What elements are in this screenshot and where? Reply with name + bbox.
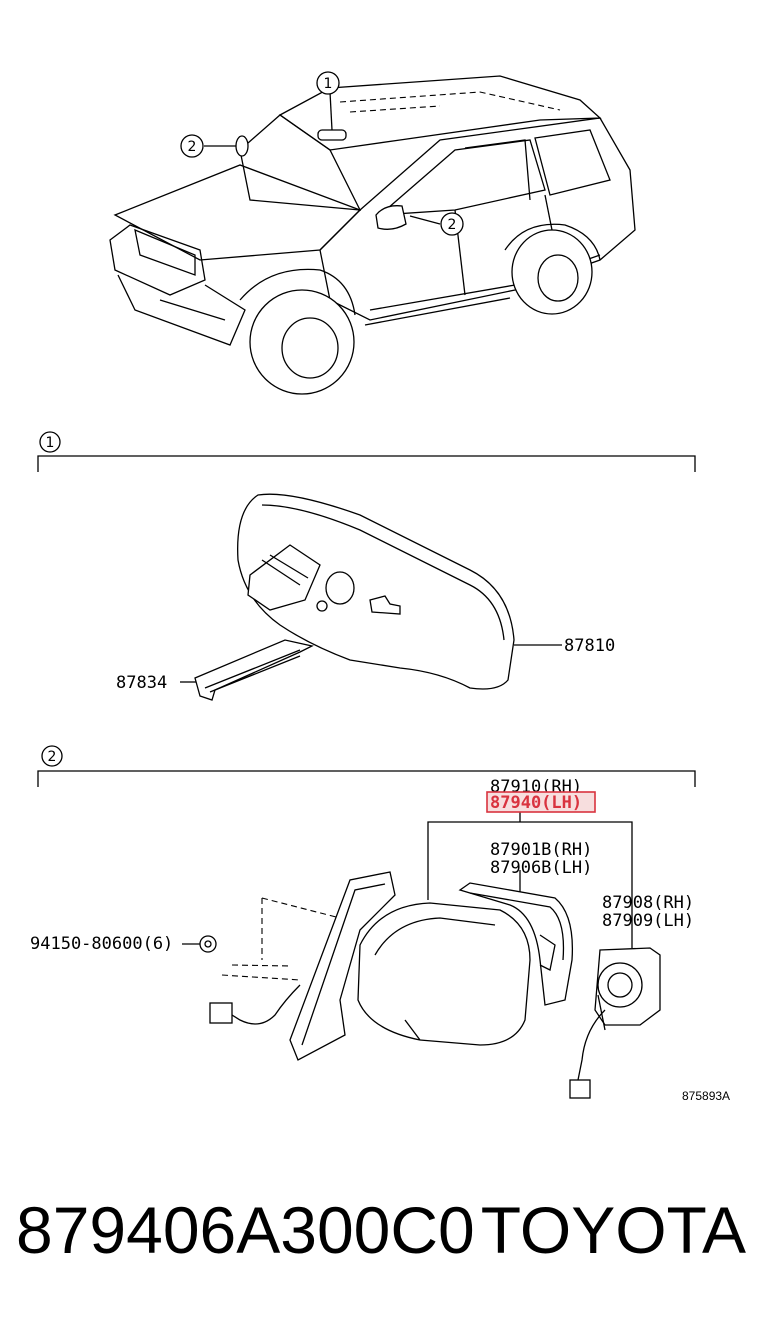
footer-part-number: 879406A300C0 bbox=[16, 1193, 475, 1267]
vehicle-illustration bbox=[109, 75, 636, 395]
footer: 879406A300C0 TOYOTA bbox=[16, 1192, 746, 1268]
part-label-87901b-rh: 87901B(RH) bbox=[490, 840, 592, 860]
section-2-header: 2 bbox=[37, 745, 696, 787]
callout-1-top: 1 bbox=[316, 71, 340, 95]
section-1-header: 1 bbox=[37, 431, 696, 472]
footer-brand: TOYOTA bbox=[480, 1193, 746, 1267]
highlight-box bbox=[486, 791, 596, 813]
svg-text:2: 2 bbox=[188, 139, 197, 155]
svg-text:2: 2 bbox=[48, 749, 57, 765]
part-label-87909-lh: 87909(LH) bbox=[602, 911, 694, 931]
svg-text:1: 1 bbox=[324, 76, 333, 92]
part-label-nut: 94150-80600(6) bbox=[30, 934, 173, 954]
part-label-87908-rh: 87908(RH) bbox=[602, 893, 694, 913]
svg-text:1: 1 bbox=[46, 435, 55, 451]
part-label-87940-lh-highlighted: 87940(LH) bbox=[490, 793, 582, 813]
part-label-87834: 87834 bbox=[116, 673, 167, 693]
callout-2-left: 2 bbox=[180, 134, 204, 158]
part-label-87906b-lh: 87906B(LH) bbox=[490, 858, 592, 878]
diagram-id: 875893A bbox=[682, 1089, 730, 1103]
svg-text:2: 2 bbox=[448, 217, 457, 233]
outer-mirror-illustration bbox=[182, 810, 661, 1099]
callout-2-right: 2 bbox=[440, 212, 464, 236]
inner-mirror-illustration bbox=[180, 493, 562, 701]
part-label-87810: 87810 bbox=[564, 636, 615, 656]
